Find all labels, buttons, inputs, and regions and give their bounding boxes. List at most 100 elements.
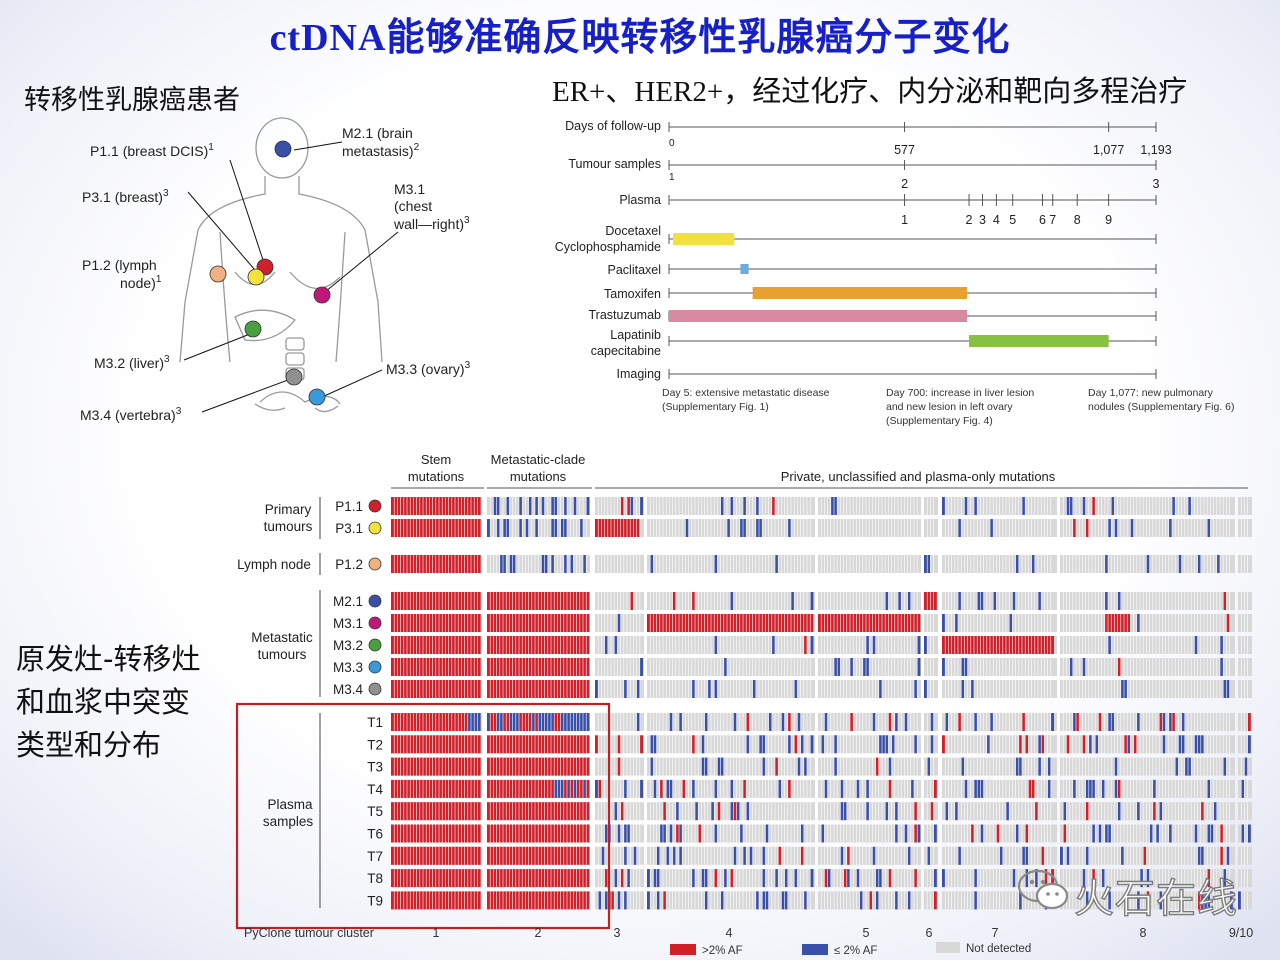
heatmap-cell (535, 497, 539, 515)
heatmap-cell (834, 757, 838, 776)
heatmap-cell (419, 735, 423, 754)
heatmap-cell (914, 869, 918, 888)
heatmap-cell (400, 497, 404, 515)
heatmap-cell (403, 779, 407, 798)
heatmap-cell-bg (595, 555, 644, 573)
heatmap-cell (554, 592, 558, 610)
heatmap-cell (423, 497, 427, 515)
heatmap-cell (878, 869, 882, 888)
heatmap-cell (544, 680, 548, 698)
heatmap-cell (403, 802, 407, 821)
heatmap-cell (451, 891, 455, 910)
heatmap-cell (656, 869, 660, 888)
heatmap-cell (749, 614, 753, 632)
heatmap-row-labels: P1.1P3.1P1.2M2.1M3.1M3.2M3.3M3.4T1T2T3T4… (333, 499, 383, 908)
heatmap-cell (945, 636, 949, 654)
heatmap-cell (464, 555, 468, 573)
heatmap-cell (493, 614, 497, 632)
heatmap-cell (682, 614, 686, 632)
heatmap-cell (856, 614, 860, 632)
heatmap-cell (519, 497, 523, 515)
imaging-note-3-line2: nodules (Supplementary Fig. 6) (1088, 401, 1235, 413)
heatmap-cell (601, 519, 605, 537)
heatmap-cell-bg (595, 713, 644, 731)
heatmap-cell (704, 614, 708, 632)
imaging-note-2-line3: (Supplementary Fig. 4) (886, 415, 993, 427)
heatmap-cell (419, 614, 423, 632)
heatmap-cell (882, 614, 886, 632)
heatmap-cell-bg (595, 680, 644, 698)
heatmap-cell (503, 779, 507, 798)
heatmap-cell (506, 680, 510, 698)
treatment-bar-trastuzumab (669, 310, 967, 322)
heatmap-cell (442, 555, 446, 573)
heatmap-cell (821, 824, 825, 843)
heatmap-cell (878, 680, 882, 698)
heatmap-cell (714, 555, 718, 573)
heatmap-cell (964, 658, 968, 676)
heatmap-cell (442, 592, 446, 610)
heatmap-cell (579, 592, 583, 610)
heatmap-cell (423, 636, 427, 654)
heatmap-cell (554, 497, 558, 515)
row-dot-m3-4 (368, 682, 382, 696)
heatmap-cell (487, 614, 491, 632)
heatmap-cell (419, 713, 423, 731)
heatmap-cell (439, 802, 443, 821)
heatmap-cell (490, 779, 494, 798)
heatmap-cell (464, 497, 468, 515)
heatmap-row-m3-4-cluster-3 (595, 680, 644, 698)
heatmap-cell (525, 802, 529, 821)
heatmap-cell (531, 680, 535, 698)
heatmap-cell (538, 779, 542, 798)
group-label-plasma: Plasma (267, 797, 313, 812)
heatmap-cell (775, 757, 779, 776)
heatmap-cell (528, 592, 532, 610)
heatmap-cell (435, 555, 439, 573)
heatmap-cell (490, 614, 494, 632)
heatmap-cell (695, 614, 699, 632)
heatmap-row-m3-2-cluster-5 (818, 636, 921, 654)
heatmap-cell (490, 592, 494, 610)
heatmap-cell (407, 592, 411, 610)
heatmap-cell (445, 824, 449, 843)
heatmap-cell (400, 680, 404, 698)
group-label-metastatic: Metastatic (251, 630, 313, 645)
heatmap-cell (400, 658, 404, 676)
heatmap-cell (743, 779, 747, 798)
heatmap-cell (499, 658, 503, 676)
heatmap-cell (570, 735, 574, 754)
heatmap-cell (551, 680, 555, 698)
heatmap-cell (538, 891, 542, 910)
heatmap-cell (451, 824, 455, 843)
heatmap-cell (503, 802, 507, 821)
heatmap-cell (503, 735, 507, 754)
heatmap-cell (506, 636, 510, 654)
heatmap-cell (885, 802, 889, 821)
heatmap-cell (551, 519, 555, 537)
heatmap-cell (598, 779, 602, 798)
heatmap-cell (435, 519, 439, 537)
label-m21: M2.1 (brain (342, 125, 413, 141)
heatmap-cell (410, 824, 414, 843)
heatmap-row-t4-cluster-7 (942, 779, 1057, 798)
heatmap-cell (977, 592, 981, 610)
group-label-metastatic-line2: tumours (258, 647, 307, 662)
heatmap-cell (519, 636, 523, 654)
heatmap-cell (784, 614, 788, 632)
heatmap-cell (499, 636, 503, 654)
heatmap-cell (403, 555, 407, 573)
heatmap-cell (407, 497, 411, 515)
heatmap-cell (617, 757, 621, 776)
heatmap-cell (620, 497, 624, 515)
heatmap-cell (800, 824, 804, 843)
heatmap-cell (723, 869, 727, 888)
heatmap-cell (771, 497, 775, 515)
heatmap-cell (435, 757, 439, 776)
heatmap-cell (512, 636, 516, 654)
heatmap-cell (560, 891, 564, 910)
heatmap-cell (519, 658, 523, 676)
heatmap-cell (432, 555, 436, 573)
